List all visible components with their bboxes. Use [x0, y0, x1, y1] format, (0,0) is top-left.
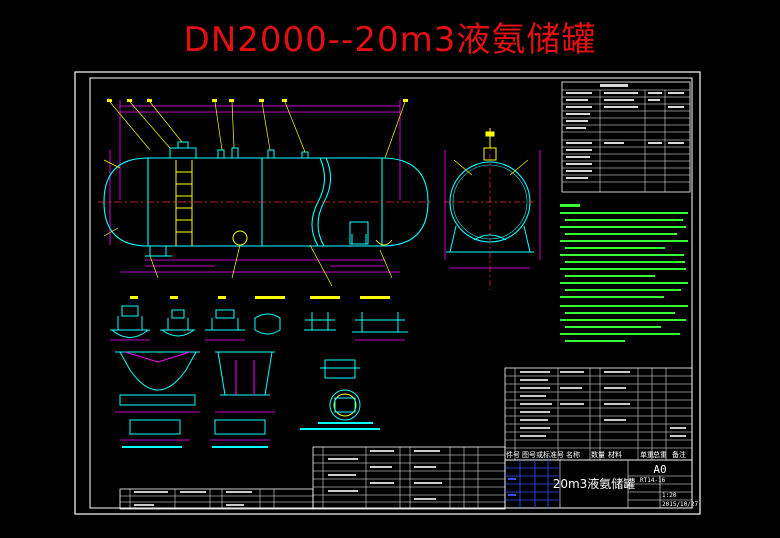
- header-material: 材料: [608, 450, 622, 459]
- inner-frame: [89, 77, 693, 509]
- elevation-view: [98, 99, 434, 287]
- top-nozzles: [169, 141, 309, 159]
- title-block-date: 2015/10/27: [662, 501, 699, 508]
- leader-dots: [107, 99, 408, 102]
- header-item-no: 件号: [506, 450, 520, 459]
- side-top-nozzles: [483, 128, 497, 161]
- design-data-table: [561, 81, 691, 193]
- elevation-leaders: [103, 101, 406, 287]
- technical-requirements: [560, 204, 688, 342]
- detail-labels: [130, 296, 390, 299]
- detail-views: [110, 296, 408, 448]
- drawing-title: DN2000--20m3液氨储罐: [183, 20, 597, 60]
- title-block: 20m3液氨储罐 A0 RT14-16 1:20 2015/10/27: [504, 459, 699, 509]
- saddle-detail-dims: [115, 411, 275, 441]
- parts-list-bottom-left: [119, 488, 314, 510]
- title-block-size: A0: [653, 463, 666, 476]
- parts-list-right: [504, 367, 693, 461]
- header-qty: 数量: [591, 450, 605, 459]
- side-view: [444, 128, 541, 290]
- saddle-supports: [145, 221, 369, 257]
- title-block-name: 20m3液氨储罐: [553, 476, 636, 491]
- manhole-detail: [320, 359, 361, 421]
- saddle-details: [115, 351, 275, 435]
- saddle-detail-captions: [122, 446, 268, 448]
- header-drawing-no: 图号或标准号: [522, 450, 564, 459]
- title-block-drawing-no: RT14-16: [640, 477, 666, 484]
- parts-list-left: [312, 446, 506, 510]
- header-name: 名称: [566, 450, 580, 459]
- side-leaders: [453, 159, 529, 176]
- drain-nozzle: [375, 239, 393, 246]
- parts-table-header: 件号 图号或标准号 名称 数量 材料 单重 总重 备注: [506, 450, 686, 459]
- manhole-captions: [300, 422, 380, 430]
- header-remark: 备注: [672, 450, 686, 459]
- outer-frame: [74, 71, 701, 515]
- title-block-scale: 1:20: [662, 492, 677, 499]
- side-saddle: [446, 225, 534, 253]
- side-dimensions: [444, 150, 541, 269]
- nozzle-details: [110, 305, 408, 338]
- bottom-nozzle: [232, 230, 248, 246]
- header-unit-weight: 单重: [640, 450, 654, 459]
- ladder: [175, 160, 193, 246]
- header-total-weight: 总重: [653, 450, 667, 459]
